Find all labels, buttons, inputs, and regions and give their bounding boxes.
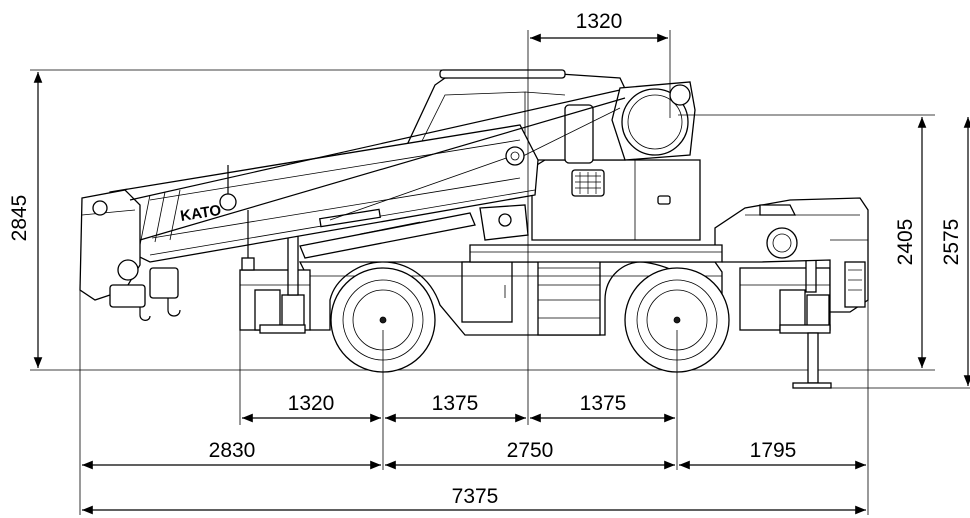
dim-axle-to-center-rear: 1375 xyxy=(580,392,627,415)
front-outrigger xyxy=(239,234,311,334)
crane-illustration: KATO xyxy=(30,69,935,389)
dim-overall-length: 7375 xyxy=(452,485,499,508)
dim-front-to-axle: 1320 xyxy=(288,392,335,415)
main-winch xyxy=(611,81,696,161)
dim-rear-overhang: 1795 xyxy=(750,439,797,462)
dim-height-boom-pivot: 2405 xyxy=(894,219,917,266)
dim-height-sheave: 2575 xyxy=(940,219,963,266)
dim-top-offset: 1320 xyxy=(576,10,623,33)
brand-logo: KATO xyxy=(179,202,223,225)
boom xyxy=(79,124,539,301)
hoist-ropes xyxy=(129,89,626,241)
dimension-labels: 1320 2845 2405 2575 1320 1375 1375 2830 … xyxy=(8,10,963,508)
dim-wheelbase: 2750 xyxy=(507,439,554,462)
dim-front-overhang: 2830 xyxy=(209,439,256,462)
rear-outrigger xyxy=(739,231,832,389)
hook-block xyxy=(109,165,255,321)
dim-overall-height: 2845 xyxy=(8,195,31,242)
dimension-lines xyxy=(30,30,970,515)
rear-wheel xyxy=(624,267,730,373)
dim-axle-to-center-front: 1375 xyxy=(432,392,479,415)
